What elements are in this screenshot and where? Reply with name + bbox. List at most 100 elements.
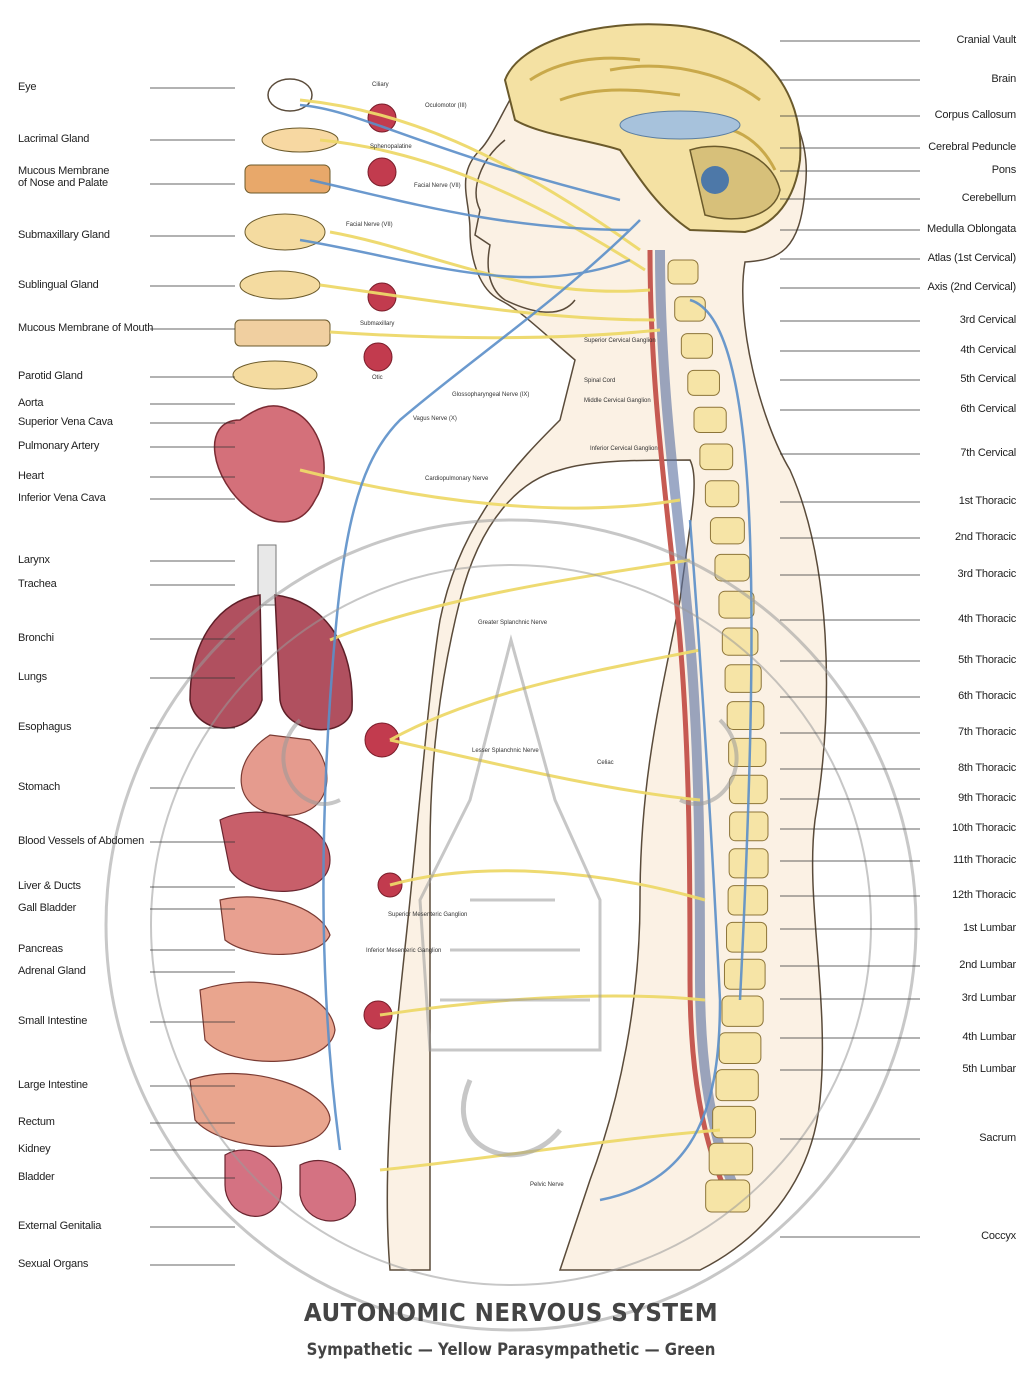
right-label: 7th Thoracic [958,726,1016,738]
vertebra [710,518,744,544]
right-label: 11th Thoracic [953,854,1016,866]
right-label: 12th Thoracic [952,889,1016,901]
vertebra [727,922,767,952]
right-label: Cerebral Peduncle [928,141,1016,153]
left-label: Larynx [18,554,50,566]
vertebra [705,481,738,507]
label-cardiopulmonary: Cardiopulmonary Nerve [425,476,488,482]
label-sphenopalatine: Sphenopalatine [370,144,412,150]
left-label: Rectum [18,1116,55,1128]
left-label: Pancreas [18,943,63,955]
right-label: 9th Thoracic [958,792,1016,804]
label-otic: Otic [372,375,383,381]
right-label: 10th Thoracic [952,822,1016,834]
left-label: Bronchi [18,632,54,644]
left-label: Inferior Vena Cava [18,492,106,504]
diagram-title: AUTONOMIC NERVOUS SYSTEM [41,1298,981,1327]
right-label: 4th Thoracic [958,613,1016,625]
vertebra [700,444,733,470]
left-label: Trachea [18,578,57,590]
left-label: Sexual Organs [18,1258,88,1270]
right-label: 1st Thoracic [959,495,1016,507]
vertebra [706,1180,750,1212]
right-label: 6th Thoracic [958,690,1016,702]
right-label: 8th Thoracic [958,762,1016,774]
left-label: Mucous Membrane of Mouth [18,322,153,334]
left-label: Parotid Gland [18,370,83,382]
label-inferior-cervical: Inferior Cervical Ganglion [590,446,658,452]
right-label: Cerebellum [962,192,1016,204]
left-label: Gall Bladder [18,902,76,914]
right-label: 5th Lumbar [962,1063,1016,1075]
label-facial-nerve-a: Facial Nerve (VII) [414,183,461,189]
right-label: Pons [992,164,1016,176]
label-middle-cervical: Middle Cervical Ganglion [584,398,651,404]
vertebra [681,334,712,359]
right-label: 7th Cervical [960,447,1016,459]
left-label: Small Intestine [18,1015,87,1027]
right-label: 3rd Lumbar [962,992,1016,1004]
right-label: 3rd Thoracic [957,568,1016,580]
label-pelvic-nerve: Pelvic Nerve [530,1182,564,1188]
label-inferior-mesenteric: Inferior Mesenteric Ganglion [366,948,441,954]
left-label: Lacrimal Gland [18,133,89,145]
vertebra [694,407,726,432]
right-label: 6th Cervical [960,403,1016,415]
left-label: Heart [18,470,44,482]
label-facial-nerve-b: Facial Nerve (VII) [346,222,393,228]
vertebra [725,665,761,693]
vertebra [668,260,698,284]
label-spinal-cord: Spinal Cord [584,378,615,384]
right-label: 4th Cervical [960,344,1016,356]
right-label: 2nd Thoracic [955,531,1016,543]
vertebra [722,996,763,1026]
right-label: Axis (2nd Cervical) [927,281,1016,293]
vertebra [709,1143,752,1175]
label-lesser-splanchnic: Lesser Splanchnic Nerve [472,748,539,754]
label-ciliary: Ciliary [372,82,389,88]
right-label: Sacrum [979,1132,1016,1144]
left-label: Eye [18,81,36,93]
right-label: Atlas (1st Cervical) [928,252,1016,264]
left-label: External Genitalia [18,1220,101,1232]
right-label: 2nd Lumbar [959,959,1016,971]
diagram-subtitle: Sympathetic — Yellow Parasympathetic — G… [61,1340,960,1360]
label-submaxillary: Submaxillary [360,321,394,327]
right-label: 5th Cervical [960,373,1016,385]
label-glossopharyngeal: Glossopharyngeal Nerve (IX) [452,392,529,398]
vertebra [719,591,754,618]
left-label: Stomach [18,781,60,793]
left-label: Submaxillary Gland [18,229,110,241]
ganglia [364,104,402,1029]
vertebra [724,959,765,989]
left-label: Mucous Membrane of Nose and Palate [18,165,109,189]
left-label: Lungs [18,671,47,683]
label-oculomotor: Oculomotor (III) [425,103,467,109]
right-label: Corpus Callosum [935,109,1016,121]
right-label: Brain [991,73,1016,85]
right-label: 1st Lumbar [963,922,1016,934]
right-label: Medulla Oblongata [927,223,1016,235]
left-label: Large Intestine [18,1079,88,1091]
vertebra [728,886,768,915]
left-label: Liver & Ducts [18,880,81,892]
vertebra [727,702,764,730]
label-celiac: Celiac [597,760,614,766]
left-label: Adrenal Gland [18,965,86,977]
vertebra [713,1106,756,1137]
left-label: Pulmonary Artery [18,440,99,452]
left-label: Aorta [18,397,43,409]
vertebra [729,849,768,878]
label-vagus: Vagus Nerve (X) [413,416,457,422]
vertebra [688,370,720,395]
label-superior-mesenteric: Superior Mesenteric Ganglion [388,912,467,918]
left-label: Esophagus [18,721,71,733]
right-label: 4th Lumbar [962,1031,1016,1043]
left-label: Blood Vessels of Abdomen [18,835,144,847]
left-label: Sublingual Gland [18,279,99,291]
right-label: 5th Thoracic [958,654,1016,666]
label-superior-cervical: Superior Cervical Ganglion [584,338,656,344]
label-greater-splanchnic: Greater Splanchnic Nerve [478,620,547,626]
left-label: Bladder [18,1171,55,1183]
